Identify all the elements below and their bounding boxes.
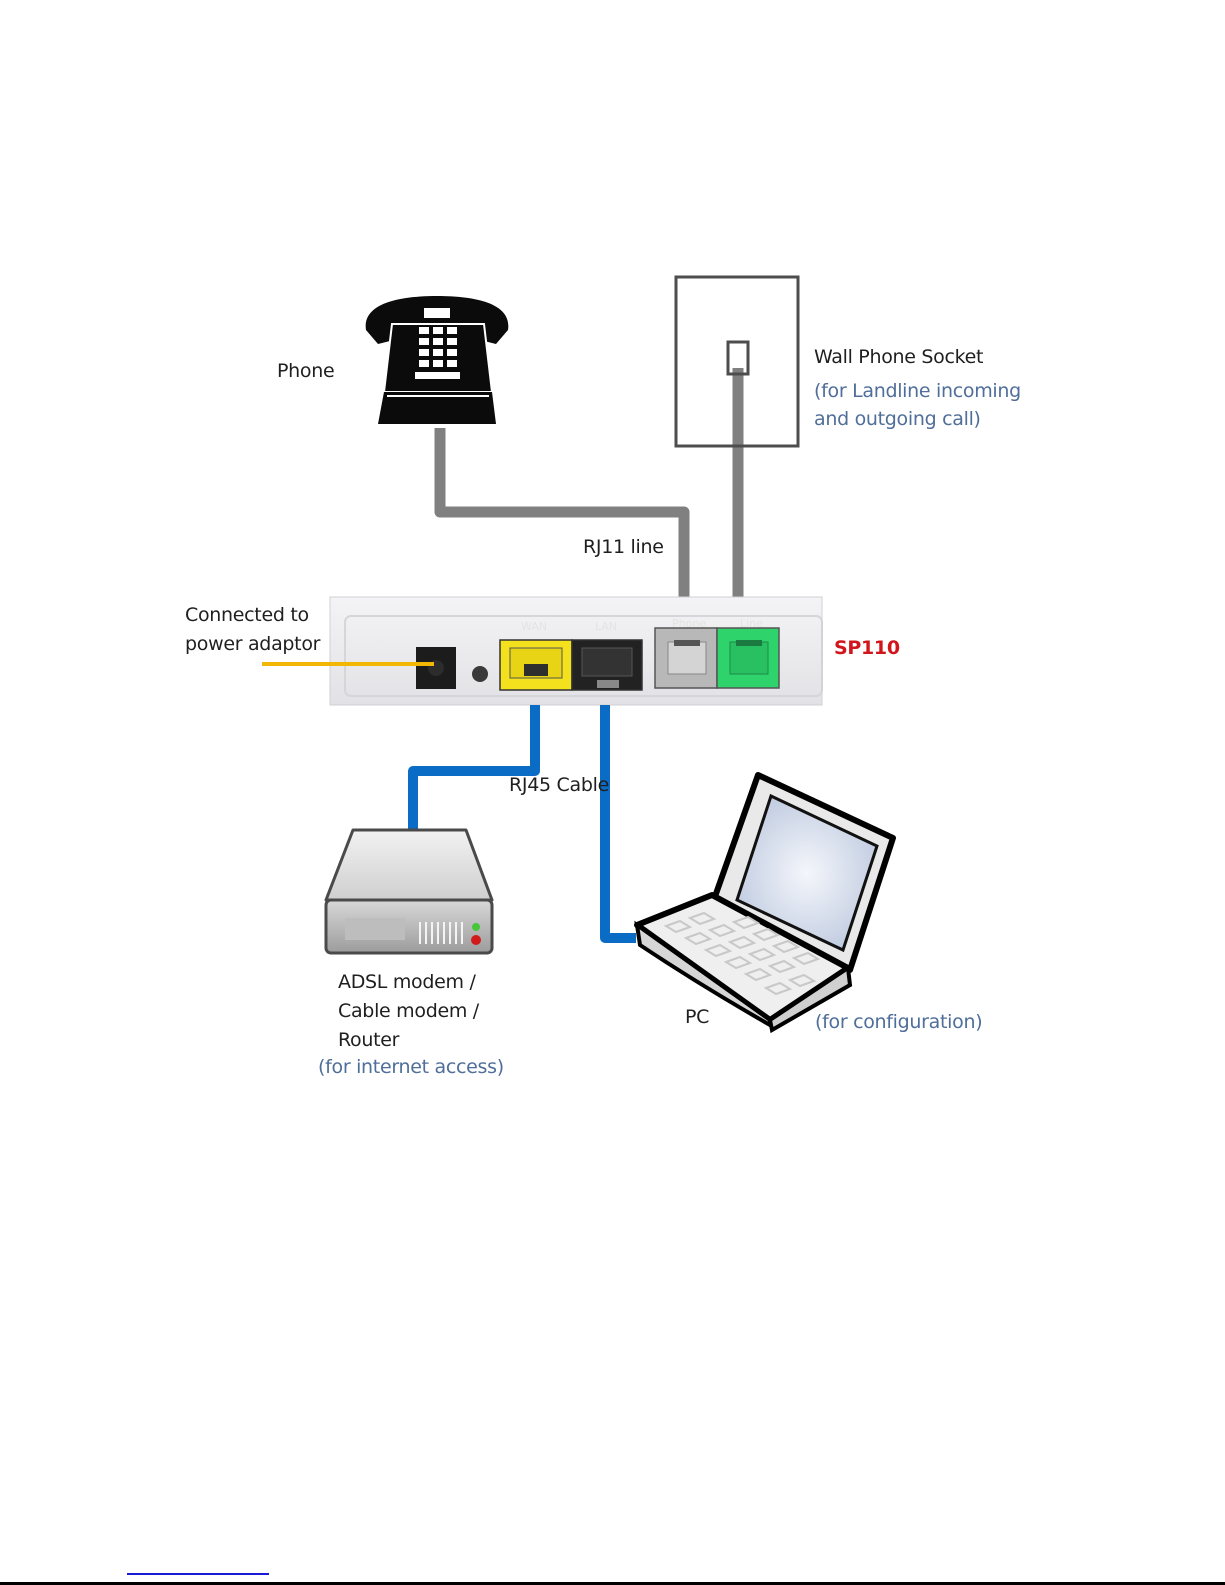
modem-label-3: Router: [338, 1026, 399, 1055]
lan-port: [572, 640, 642, 690]
reset-button-hole: [472, 666, 488, 682]
modem-label-2: Cable modem /: [338, 997, 479, 1026]
pc-note: (for configuration): [815, 1008, 982, 1037]
modem-note: (for internet access): [318, 1053, 504, 1082]
sp110-device: [330, 597, 822, 705]
pc-label: PC: [685, 1003, 709, 1032]
link-underline[interactable]: [127, 1573, 269, 1575]
port-label-phone: Phone: [672, 617, 706, 630]
wall-socket-label: Wall Phone Socket: [814, 343, 983, 372]
power-label-1: Connected to: [185, 601, 309, 630]
line-port: [717, 628, 779, 688]
modem-icon: [326, 830, 492, 953]
rj45-cable-modem: [413, 705, 535, 833]
wan-port: [500, 640, 572, 690]
device-label: SP110: [834, 634, 900, 663]
rj11-cable-phone: [440, 428, 684, 598]
rj45-label: RJ45 Cable: [509, 771, 609, 800]
wall-socket-note-2: and outgoing call): [814, 405, 981, 434]
phone-label: Phone: [277, 357, 334, 386]
phone-icon: [366, 296, 509, 424]
modem-label-1: ADSL modem /: [338, 968, 476, 997]
phone-port: [655, 628, 717, 688]
rj11-label: RJ11 line: [583, 533, 664, 562]
port-label-lan: LAN: [595, 620, 617, 633]
port-label-line: Line: [740, 617, 763, 630]
rj45-cable-pc: [605, 705, 636, 938]
laptop-icon: [637, 775, 893, 1030]
modem-led-red: [471, 935, 481, 945]
port-label-wan: WAN: [521, 620, 547, 633]
wall-socket-note-1: (for Landline incoming: [814, 377, 1021, 406]
modem-led-green: [472, 923, 480, 931]
power-label-2: power adaptor: [185, 630, 320, 659]
